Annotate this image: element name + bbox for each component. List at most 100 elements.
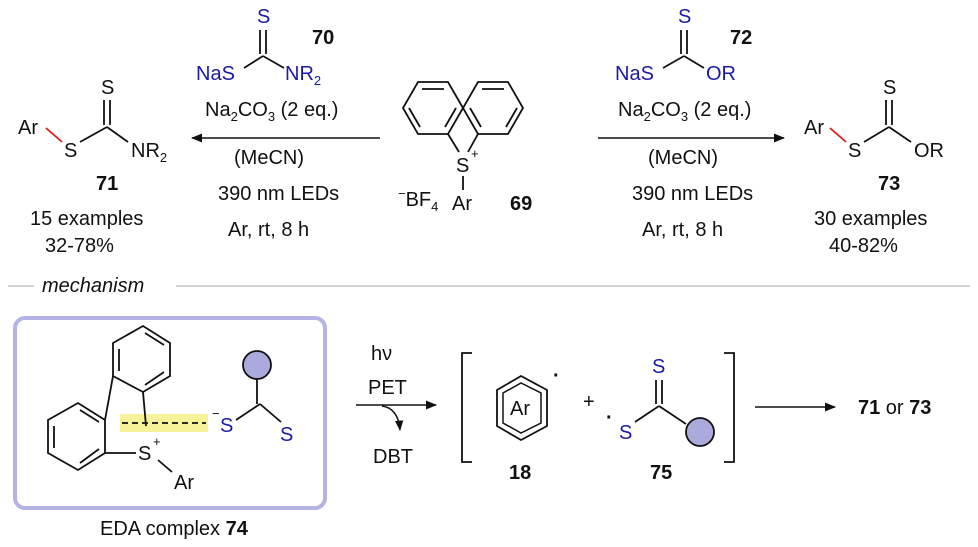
bond <box>79 126 108 143</box>
bond <box>888 126 912 143</box>
label-71: 71 <box>96 173 118 195</box>
atom-s-top: S <box>101 77 114 99</box>
bond <box>79 448 100 464</box>
bond <box>469 107 482 128</box>
atom-s-top: S <box>883 77 896 99</box>
atom-s: S <box>64 140 77 162</box>
examples-71: 15 examples <box>30 208 143 230</box>
atom-or: OR <box>914 140 944 162</box>
product-73 <box>829 100 912 143</box>
aryl-radical-ring <box>496 374 548 442</box>
atom-nr2: NR2 <box>285 63 321 88</box>
base-left: Na2CO3 (2 eq.) <box>205 99 338 124</box>
bond <box>157 459 173 473</box>
label-73: 73 <box>878 173 900 195</box>
atom-ar: Ar <box>804 117 824 139</box>
top-benzene-ring <box>112 324 171 394</box>
bond <box>259 403 282 423</box>
atmosphere-left: Ar, rt, 8 h <box>228 219 309 241</box>
bond <box>79 409 100 423</box>
atom-s-anion: S <box>220 415 233 437</box>
product-71 <box>45 100 129 143</box>
bond <box>142 391 147 427</box>
atom-s-top: S <box>652 356 665 378</box>
eda-complex-74 <box>47 324 282 473</box>
aryl-radical-inner-ring <box>502 382 542 434</box>
label-72: 72 <box>730 27 752 49</box>
atom-s: S <box>848 140 861 162</box>
bond <box>658 405 687 425</box>
atom-ar: Ar <box>174 472 194 494</box>
right-bracket <box>724 352 735 463</box>
final-products: 71 or 73 <box>858 397 931 419</box>
bond <box>235 403 261 421</box>
byproduct-label: DBT <box>373 446 413 468</box>
bond <box>104 375 114 421</box>
light-right: 390 nm LEDs <box>632 183 753 205</box>
mechanism-heading: mechanism <box>42 275 144 297</box>
counterion-bf4: −BF4 <box>398 186 438 214</box>
bond <box>634 405 660 423</box>
atom-s-plus: S <box>456 155 469 177</box>
charge-plus: + <box>471 146 479 161</box>
atom-s: S <box>280 424 293 446</box>
bond <box>262 55 285 69</box>
atom-s-radical: S <box>619 422 632 444</box>
bond <box>408 107 421 128</box>
solvent-left: (MeCN) <box>234 147 304 169</box>
new-bond <box>829 127 847 143</box>
label-70: 70 <box>312 27 334 49</box>
atom-s-plus: S <box>138 443 151 465</box>
atom-nas: NaS <box>615 63 654 85</box>
atom-nas: NaS <box>196 63 235 85</box>
bond <box>144 332 165 346</box>
light-left: 390 nm LEDs <box>218 183 339 205</box>
substituent-ball <box>685 417 715 447</box>
aryl-label: Ar <box>510 398 530 420</box>
atmosphere-right: Ar, rt, 8 h <box>642 219 723 241</box>
atom-s: S <box>678 6 691 28</box>
bond <box>863 126 890 143</box>
atom-nr2: NR2 <box>131 140 167 165</box>
process-label: PET <box>368 377 407 399</box>
substrate-69 <box>401 81 525 190</box>
radical-dot: · <box>553 365 560 387</box>
yield-73: 40-82% <box>829 235 898 257</box>
atom-ar: Ar <box>452 193 472 215</box>
reagent-70 <box>243 30 285 69</box>
plus-sign: + <box>583 391 595 413</box>
examples-73: 30 examples <box>814 208 927 230</box>
charge-plus: + <box>153 434 161 449</box>
radical-dot: · <box>606 407 613 429</box>
bond <box>447 133 460 153</box>
atom-s: S <box>257 6 270 28</box>
atom-or: OR <box>706 63 736 85</box>
bond <box>106 126 129 143</box>
reagent-72 <box>662 30 705 69</box>
bottom-benzene-ring <box>47 401 106 472</box>
light-label: hν <box>371 343 392 365</box>
bond <box>683 55 705 69</box>
charge-minus: − <box>212 406 220 421</box>
base-right: Na2CO3 (2 eq.) <box>618 99 751 124</box>
bond <box>444 107 457 128</box>
bond <box>243 55 264 69</box>
eda-complex-frame <box>13 316 327 510</box>
substituent-ball <box>242 350 272 380</box>
byproduct-arrow <box>381 405 404 432</box>
label-18: 18 <box>509 462 531 484</box>
yield-71: 32-78% <box>45 235 114 257</box>
solvent-right: (MeCN) <box>648 147 718 169</box>
bond <box>505 107 518 128</box>
bond <box>144 371 165 386</box>
bond <box>467 133 479 153</box>
bond <box>662 55 685 69</box>
eda-caption: EDA complex 74 <box>100 518 249 540</box>
label-69: 69 <box>510 193 532 215</box>
new-bond <box>45 127 63 143</box>
left-bracket <box>461 352 472 463</box>
label-75: 75 <box>650 462 672 484</box>
atom-ar: Ar <box>18 117 38 139</box>
